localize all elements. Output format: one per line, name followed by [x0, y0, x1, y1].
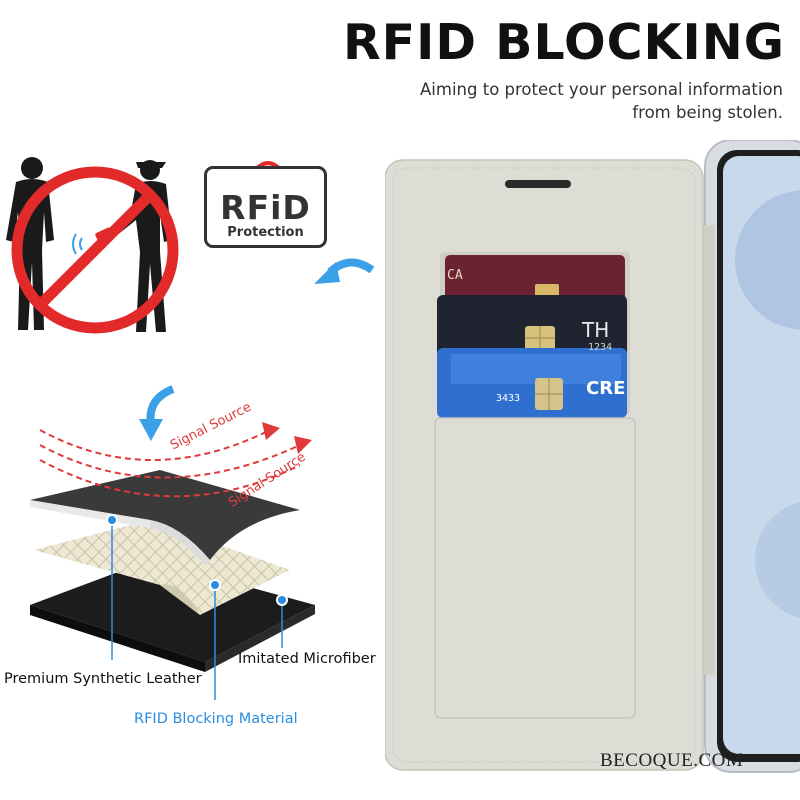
curved-arrow-left-icon — [314, 258, 375, 284]
blocking-pointer-dot — [209, 579, 221, 591]
prohibition-icon — [11, 166, 179, 334]
victim-silhouette-icon — [6, 157, 54, 330]
card-3-number: 3433 — [496, 393, 521, 404]
card-pocket-outline — [434, 417, 636, 719]
case-inner-panel — [385, 159, 704, 771]
leather-label: Premium Synthetic Leather — [4, 671, 202, 687]
card-1-text: CA — [447, 268, 463, 283]
rfid-logo-subtext: Protection — [227, 225, 304, 240]
signal-lines — [39, 429, 301, 498]
page-title: RFID BLOCKING — [342, 14, 785, 71]
card-2-number: 1234 — [588, 342, 613, 353]
blocking-label: RFID Blocking Material — [134, 711, 298, 727]
watermark: BECOQUE.COM — [600, 750, 744, 771]
rfid-protection-logo: RFiD Protection — [204, 166, 327, 248]
leather-pointer-dot — [106, 514, 118, 526]
wireless-signal-icon — [72, 233, 83, 255]
subtitle-line-2: from being stolen. — [632, 103, 783, 122]
microfiber-label: Imitated Microfiber — [238, 651, 376, 667]
no-skimming-illustration — [6, 157, 179, 334]
phone-case-illustration — [385, 140, 800, 773]
layer-diagram — [30, 422, 315, 700]
leather-layer — [30, 470, 300, 560]
blocking-material-layer — [34, 520, 290, 615]
curved-arrow-down-icon — [139, 385, 175, 441]
card-3-text: CRE — [586, 378, 626, 399]
speaker-cutout — [505, 180, 571, 188]
rfid-logo-text: RFiD — [220, 188, 311, 227]
microfiber-pointer-dot — [276, 594, 288, 606]
signal-arrow-icon — [294, 436, 312, 454]
microfiber-layer — [30, 560, 315, 662]
page-subtitle: Aiming to protect your personal informat… — [340, 78, 783, 124]
signal-arrow-icon — [262, 422, 280, 440]
card-2-text: TH — [582, 318, 610, 342]
subtitle-line-1: Aiming to protect your personal informat… — [420, 80, 783, 99]
